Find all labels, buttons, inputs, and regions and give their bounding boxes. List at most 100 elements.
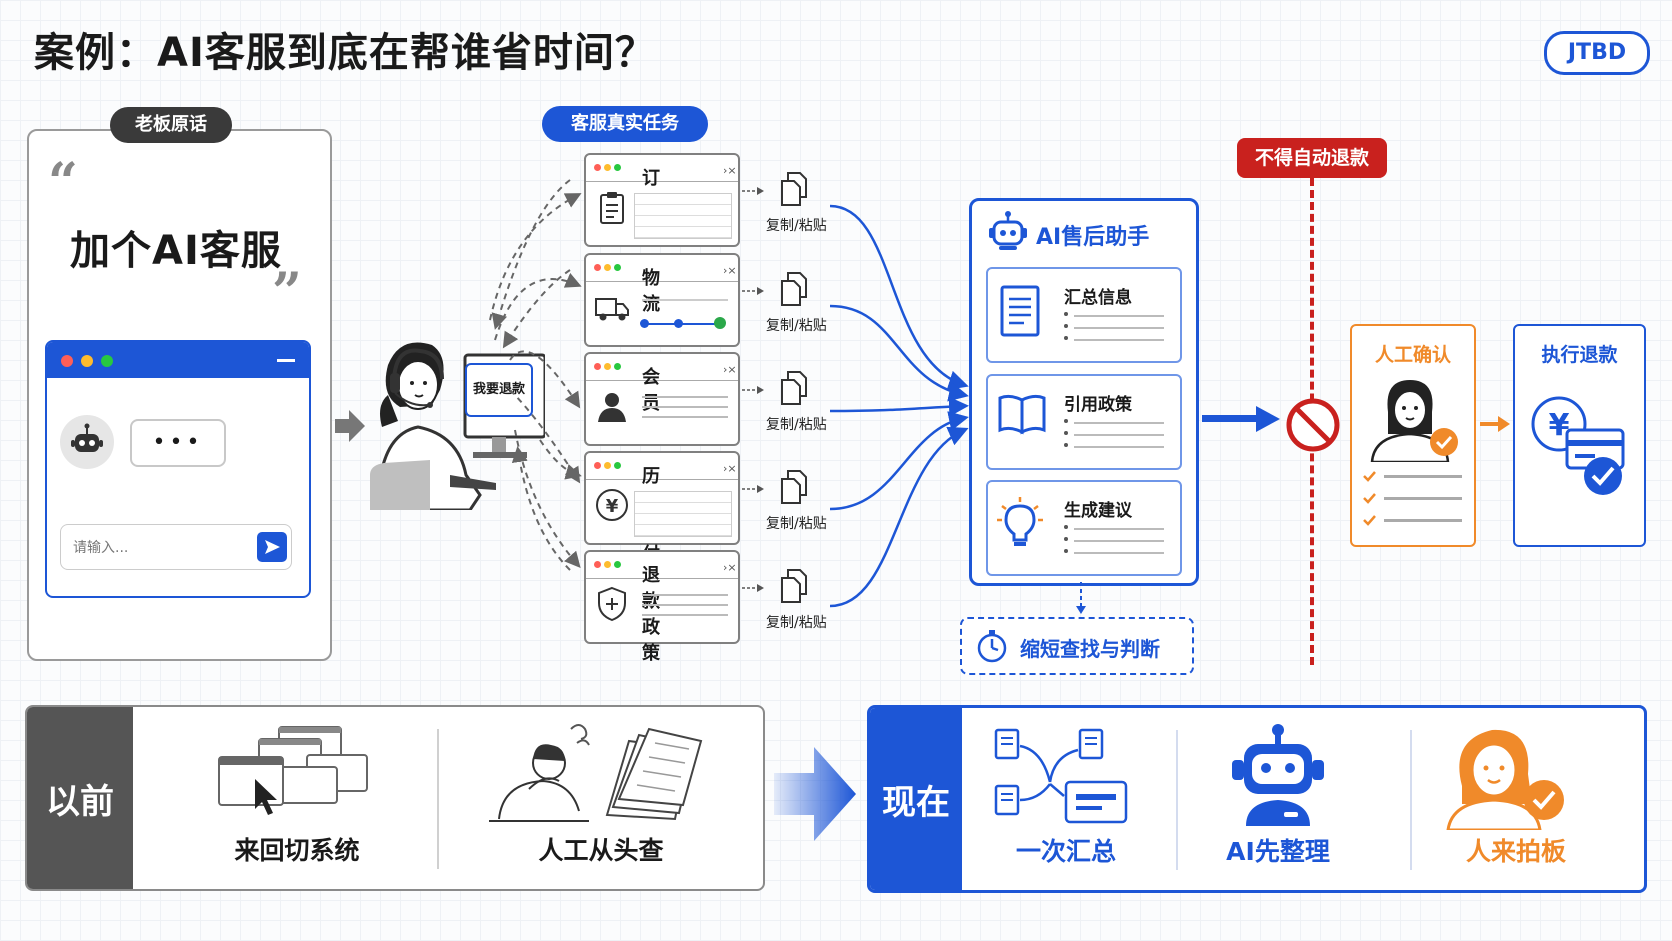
ai-feature-label: 引用政策 bbox=[1064, 395, 1132, 415]
execute-refund-title: 执行退款 bbox=[1541, 344, 1618, 366]
multiple-windows-icon bbox=[218, 726, 368, 815]
stopwatch-icon bbox=[977, 630, 1007, 663]
copy-paste-item: 复制/粘贴 bbox=[742, 172, 832, 237]
after-label: 现在 bbox=[870, 708, 962, 890]
chat-window-titlebar bbox=[47, 342, 309, 378]
typing-bubble: ••• bbox=[130, 419, 226, 467]
task-card-title: 订单 bbox=[642, 168, 660, 215]
before-panel: 以前 来回切系统 人工从头查 bbox=[25, 705, 765, 891]
dashed-arrow bbox=[742, 187, 764, 195]
clipboard-icon bbox=[592, 187, 632, 231]
after-divider-2 bbox=[1410, 730, 1412, 870]
copy-paste-item: 复制/粘贴 bbox=[742, 272, 832, 337]
ai-feature-card: 汇总信息 bbox=[986, 267, 1182, 363]
ai-feature-card: 引用政策 bbox=[986, 374, 1182, 470]
chat-input-placeholder: 请输入... bbox=[73, 540, 129, 556]
typing-indicator: ••• bbox=[152, 430, 204, 455]
switch-systems-label: 来回切系统 bbox=[234, 836, 360, 865]
dashed-arrow bbox=[742, 287, 764, 295]
book-icon bbox=[996, 390, 1048, 442]
execute-refund-card: 执行退款 ¥ bbox=[1513, 324, 1646, 547]
before-to-after-arrow bbox=[774, 747, 856, 841]
chat-input[interactable]: 请输入... bbox=[60, 524, 292, 570]
page-title: 案例：AI客服到底在帮谁省时间？ bbox=[34, 30, 656, 76]
dashed-arrow bbox=[742, 584, 764, 592]
before-label: 以前 bbox=[27, 707, 133, 889]
user-icon bbox=[592, 386, 632, 430]
blue-arrow-to-guard bbox=[1202, 406, 1280, 432]
human-confirm-card: 人工确认 bbox=[1350, 324, 1476, 547]
task-card-title: 会员 bbox=[642, 367, 660, 414]
copy-paste-item: 复制/粘贴 bbox=[742, 569, 832, 634]
orange-arrow bbox=[1480, 416, 1510, 432]
dashed-down-arrow bbox=[1076, 582, 1086, 614]
summary-once-label: 一次汇总 bbox=[1015, 837, 1116, 866]
robot-icon bbox=[989, 211, 1027, 250]
person-check-icon bbox=[1370, 380, 1458, 462]
manual-search-label: 人工从头查 bbox=[538, 836, 664, 865]
ai-feature-label: 生成建议 bbox=[1064, 501, 1132, 521]
copy-paste-label: 复制/粘贴 bbox=[766, 218, 827, 234]
boss-quote-text: 加个AI客服 bbox=[70, 228, 282, 274]
no-auto-refund-tag: 不得自动退款 bbox=[1237, 138, 1387, 178]
minimize-icon bbox=[277, 359, 295, 362]
svg-text:¥: ¥ bbox=[1549, 408, 1570, 443]
shorten-time-label: 缩短查找与判断 bbox=[1020, 637, 1160, 661]
paper-plane-icon bbox=[265, 540, 280, 554]
merge-summary-icon bbox=[994, 728, 1128, 824]
dashed-connector-arrows bbox=[489, 179, 582, 571]
copy-icon bbox=[781, 371, 807, 405]
truck-icon bbox=[592, 287, 632, 331]
refund-payment-icon: ¥ bbox=[1531, 396, 1625, 495]
task-card-2: 会员›× bbox=[584, 352, 740, 446]
gray-arrow-right bbox=[335, 410, 365, 442]
task-card-title: 物流 bbox=[642, 268, 660, 315]
chatbot-avatar-icon bbox=[60, 415, 114, 469]
task-card-0: 订单›× bbox=[584, 153, 740, 247]
maximize-dot bbox=[101, 355, 113, 367]
copy-icon bbox=[781, 272, 807, 306]
before-divider bbox=[437, 729, 439, 869]
copy-paste-label: 复制/粘贴 bbox=[766, 318, 827, 334]
after-divider-1 bbox=[1176, 730, 1178, 870]
shield-icon bbox=[592, 584, 632, 628]
copy-paste-label: 复制/粘贴 bbox=[766, 516, 827, 532]
checklist-icon bbox=[1363, 471, 1462, 526]
lightbulb-icon bbox=[996, 496, 1044, 556]
ai-panel-title: AI售后助手 bbox=[1036, 225, 1150, 250]
task-card-title: 历史赔付 bbox=[642, 466, 660, 565]
blue-converging-arrows bbox=[829, 204, 969, 608]
ai-organize-label: AI先整理 bbox=[1226, 837, 1330, 866]
overwhelmed-person-icon bbox=[489, 724, 703, 822]
copy-paste-label: 复制/粘贴 bbox=[766, 615, 827, 631]
document-icon bbox=[996, 283, 1044, 343]
quote-close-mark: ” bbox=[272, 262, 302, 323]
human-confirm-title: 人工确认 bbox=[1374, 344, 1451, 366]
ai-robot-icon bbox=[1232, 724, 1324, 826]
ai-feature-card: 生成建议 bbox=[986, 480, 1182, 576]
boss-tag: 老板原话 bbox=[110, 107, 232, 143]
close-dot bbox=[61, 355, 73, 367]
copy-paste-item: 复制/粘贴 bbox=[742, 371, 832, 436]
task-card-title: 退款政策 bbox=[642, 565, 660, 664]
yen-coin-icon: ¥ bbox=[592, 485, 632, 529]
person-approve-icon bbox=[1446, 729, 1564, 830]
minimize-dot bbox=[81, 355, 93, 367]
human-decide-label: 人来拍板 bbox=[1465, 837, 1566, 866]
copy-paste-item: 复制/粘贴 bbox=[742, 470, 832, 535]
copy-icon bbox=[781, 569, 807, 603]
chat-window: ••• 请输入... bbox=[45, 340, 311, 598]
quote-open-mark: “ bbox=[48, 152, 78, 213]
ai-feature-label: 汇总信息 bbox=[1064, 288, 1132, 308]
task-card-4: 退款政策›× bbox=[584, 550, 740, 664]
copy-paste-label: 复制/粘贴 bbox=[766, 417, 827, 433]
copy-icon bbox=[781, 470, 807, 504]
shorten-time-box: 缩短查找与判断 bbox=[960, 617, 1194, 675]
copy-icon bbox=[781, 172, 807, 206]
after-panel: 现在 一次汇总 AI先整理 人来拍板 bbox=[867, 705, 1647, 893]
send-button[interactable] bbox=[257, 532, 287, 562]
svg-text:¥: ¥ bbox=[606, 496, 619, 517]
tasks-tag: 客服真实任务 bbox=[542, 106, 708, 142]
task-card-1: 物流›× bbox=[584, 253, 740, 347]
dashed-arrow bbox=[742, 386, 764, 394]
